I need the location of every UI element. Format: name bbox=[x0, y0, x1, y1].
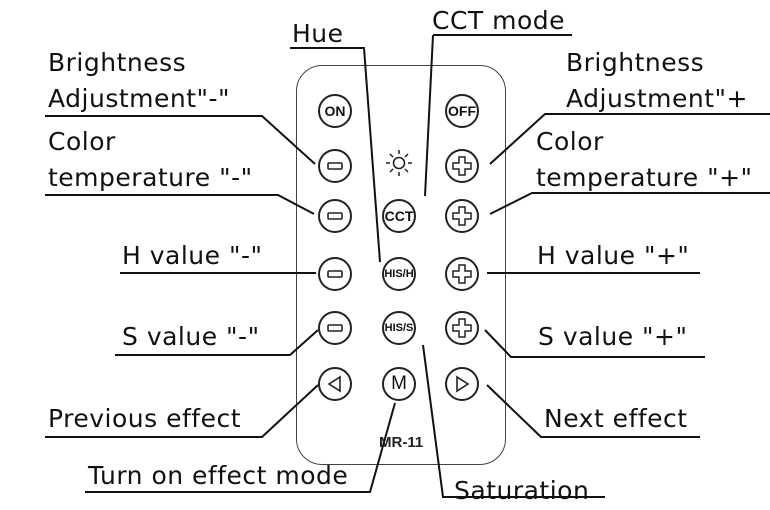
cct-button[interactable]: CCT bbox=[382, 199, 416, 233]
on-button-label: ON bbox=[324, 103, 346, 119]
label-effect-mode: Turn on effect mode bbox=[88, 461, 349, 490]
s-plus-button[interactable] bbox=[445, 311, 479, 345]
plus-icon bbox=[452, 206, 472, 226]
sun-icon bbox=[384, 148, 414, 178]
prev-effect-button[interactable] bbox=[318, 367, 352, 401]
label-brightness-plus-line1: Brightness bbox=[566, 48, 705, 77]
next-effect-button[interactable] bbox=[445, 367, 479, 401]
label-prev-effect: Previous effect bbox=[48, 404, 242, 433]
label-cct-mode: CCT mode bbox=[432, 6, 566, 35]
plus-icon bbox=[452, 264, 472, 284]
leader-colortemp-plus bbox=[489, 192, 770, 215]
his-h-button-label: HIS/H bbox=[384, 268, 414, 280]
label-colortemp-plus-line1: Color bbox=[536, 127, 604, 156]
label-s-plus: S value "+" bbox=[538, 322, 688, 351]
minus-icon bbox=[327, 324, 343, 332]
label-colortemp-minus-line1: Color bbox=[48, 127, 116, 156]
leader-s-plus bbox=[484, 329, 705, 358]
label-brightness-minus-line2: Adjustment"-" bbox=[48, 84, 231, 113]
minus-icon bbox=[327, 212, 343, 220]
cct-button-label: CCT bbox=[384, 208, 414, 224]
minus-icon bbox=[327, 162, 343, 170]
model-label: MR-11 bbox=[379, 434, 424, 451]
label-h-minus: H value "-" bbox=[122, 241, 263, 270]
leader-brightness-plus bbox=[489, 113, 770, 165]
label-saturation: Saturation bbox=[454, 476, 590, 505]
minus-icon bbox=[327, 270, 343, 278]
leader-saturation bbox=[422, 344, 605, 498]
h-plus-button[interactable] bbox=[445, 257, 479, 291]
s-minus-button[interactable] bbox=[318, 311, 352, 345]
triangle-left-icon bbox=[327, 375, 341, 393]
his-s-button-label: HIS/S bbox=[384, 322, 414, 334]
h-minus-button[interactable] bbox=[318, 257, 352, 291]
leader-prev-effect bbox=[45, 384, 319, 438]
mode-button[interactable]: M bbox=[382, 367, 416, 401]
leader-next-effect bbox=[486, 384, 700, 438]
plus-icon bbox=[452, 318, 472, 338]
label-hue: Hue bbox=[292, 19, 344, 48]
his-h-button[interactable]: HIS/H bbox=[382, 257, 416, 291]
label-brightness-plus-line2: Adjustment"+ bbox=[566, 84, 748, 113]
label-brightness-minus-line1: Brightness bbox=[48, 48, 187, 77]
brightness-minus-button[interactable] bbox=[318, 149, 352, 183]
colortemp-minus-button[interactable] bbox=[318, 199, 352, 233]
colortemp-plus-button[interactable] bbox=[445, 199, 479, 233]
label-colortemp-plus-line2: temperature "+" bbox=[536, 163, 753, 192]
leader-cct-mode-down bbox=[424, 34, 434, 197]
label-colortemp-minus-line2: temperature "-" bbox=[48, 163, 253, 192]
leader-brightness-minus bbox=[45, 115, 316, 165]
off-button-label: OFF bbox=[448, 103, 476, 119]
leader-s-minus bbox=[115, 329, 319, 356]
leader-colortemp-minus bbox=[45, 194, 315, 215]
label-h-plus: H value "+" bbox=[537, 241, 690, 270]
leader-hue bbox=[290, 47, 381, 263]
plus-icon bbox=[452, 156, 472, 176]
on-button[interactable]: ON bbox=[318, 94, 352, 128]
triangle-right-icon bbox=[456, 375, 470, 393]
off-button[interactable]: OFF bbox=[445, 94, 479, 128]
brightness-plus-button[interactable] bbox=[445, 149, 479, 183]
label-next-effect: Next effect bbox=[544, 404, 688, 433]
mode-button-label: M bbox=[391, 373, 407, 394]
his-s-button[interactable]: HIS/S bbox=[382, 311, 416, 345]
leader-effect-mode bbox=[85, 402, 396, 493]
label-s-minus: S value "-" bbox=[122, 322, 260, 351]
